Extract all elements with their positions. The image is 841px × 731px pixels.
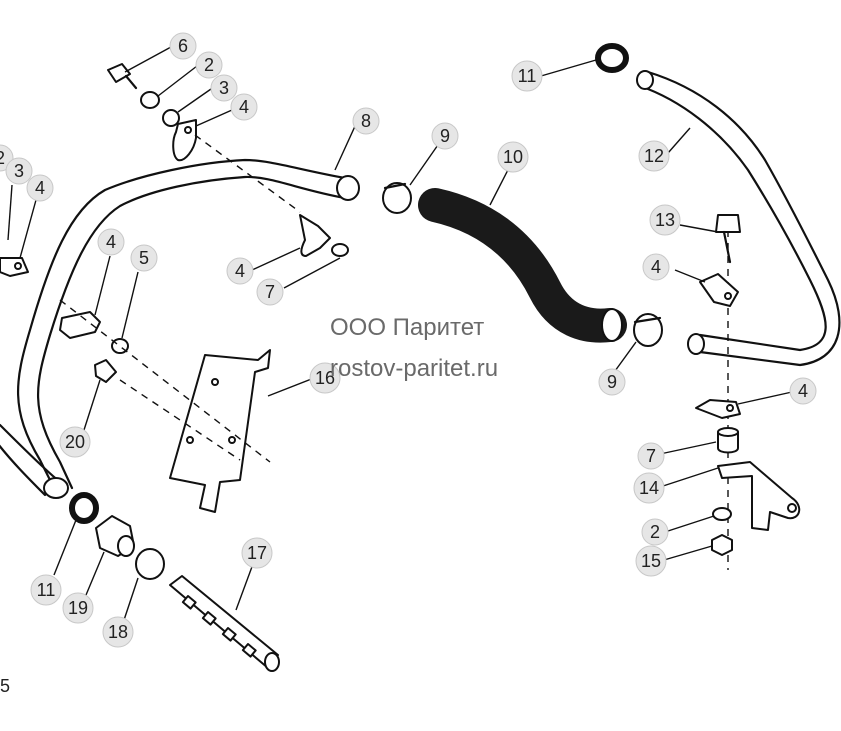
callout-3-left: 3 bbox=[5, 157, 33, 185]
svg-text:6: 6 bbox=[178, 36, 188, 56]
svg-text:18: 18 bbox=[108, 622, 128, 642]
svg-text:9: 9 bbox=[440, 126, 450, 146]
left-lower-group bbox=[59, 311, 129, 383]
callout-4-rightupper: 4 bbox=[642, 253, 670, 281]
svg-text:4: 4 bbox=[651, 257, 661, 277]
mid-clamp-group bbox=[299, 214, 349, 257]
svg-text:17: 17 bbox=[247, 543, 267, 563]
bracket-plate bbox=[169, 349, 271, 513]
right-nut bbox=[711, 534, 733, 556]
filter-17 bbox=[169, 575, 280, 672]
callout-4-leftmid: 4 bbox=[97, 228, 125, 256]
svg-text:2: 2 bbox=[204, 55, 214, 75]
hose-clamp-top bbox=[382, 182, 412, 214]
svg-text:3: 3 bbox=[219, 78, 229, 98]
svg-text:4: 4 bbox=[106, 232, 116, 252]
callout-15: 15 bbox=[635, 545, 667, 577]
callout-16: 16 bbox=[309, 362, 341, 394]
callout-3: 3 bbox=[210, 74, 238, 102]
svg-text:4: 4 bbox=[798, 381, 808, 401]
svg-text:4: 4 bbox=[35, 178, 45, 198]
callout-4-rightlower: 4 bbox=[789, 377, 817, 405]
svg-text:11: 11 bbox=[518, 66, 537, 86]
callout-7-mid: 7 bbox=[256, 278, 284, 306]
callout-12: 12 bbox=[638, 140, 670, 172]
svg-text:20: 20 bbox=[65, 432, 85, 452]
svg-text:8: 8 bbox=[361, 111, 371, 131]
svg-text:4: 4 bbox=[239, 97, 249, 117]
callout-2: 2 bbox=[195, 51, 223, 79]
callout-17: 17 bbox=[241, 537, 273, 569]
watermark-url: rostov-paritet.ru bbox=[330, 355, 499, 382]
callout-9: 9 bbox=[431, 122, 459, 150]
svg-text:13: 13 bbox=[655, 210, 675, 230]
callout-11: 11 bbox=[511, 60, 543, 92]
left-edge-clip bbox=[0, 257, 29, 277]
fitting-19 bbox=[95, 515, 135, 557]
callout-2-right: 2 bbox=[641, 518, 669, 546]
seal-ring-top bbox=[595, 43, 629, 73]
callout-8: 8 bbox=[352, 107, 380, 135]
right-spacer bbox=[717, 427, 739, 454]
callout-5: 5 bbox=[130, 244, 158, 272]
svg-text:4: 4 bbox=[235, 261, 245, 281]
edge-number: 5 bbox=[0, 676, 11, 696]
callout-19: 19 bbox=[62, 592, 94, 624]
right-washer bbox=[712, 507, 732, 521]
left-pipe bbox=[0, 158, 360, 499]
callout-20: 20 bbox=[59, 426, 91, 458]
callout-10: 10 bbox=[497, 141, 529, 173]
svg-text:14: 14 bbox=[639, 478, 659, 498]
ring-18 bbox=[135, 548, 165, 580]
right-pipe bbox=[636, 70, 841, 367]
svg-text:16: 16 bbox=[315, 368, 335, 388]
callout-4: 4 bbox=[230, 93, 258, 121]
hose-clamp-bottom bbox=[633, 313, 663, 347]
seal-ring-bottom bbox=[69, 492, 99, 524]
top-bolt-group bbox=[107, 63, 197, 162]
svg-text:11: 11 bbox=[37, 580, 56, 600]
svg-text:3: 3 bbox=[14, 161, 24, 181]
callout-7-right: 7 bbox=[637, 442, 665, 470]
svg-text:2: 2 bbox=[0, 148, 5, 168]
svg-text:9: 9 bbox=[607, 372, 617, 392]
svg-text:7: 7 bbox=[265, 282, 275, 302]
bracket-14 bbox=[717, 461, 801, 531]
svg-text:15: 15 bbox=[641, 551, 661, 571]
callout-13: 13 bbox=[649, 204, 681, 236]
leader-lines bbox=[7, 46, 793, 621]
right-clip-upper bbox=[699, 273, 739, 307]
callout-4-left: 4 bbox=[26, 174, 54, 202]
callout-11-bottom: 11 bbox=[30, 574, 62, 606]
black-hose bbox=[418, 188, 627, 343]
callout-6: 6 bbox=[169, 32, 197, 60]
watermark-company: ООО Паритет bbox=[330, 314, 485, 341]
svg-text:2: 2 bbox=[650, 522, 660, 542]
bolt-13 bbox=[715, 214, 741, 264]
callout-14: 14 bbox=[633, 472, 665, 504]
svg-text:10: 10 bbox=[503, 147, 523, 167]
callout-9-bottom: 9 bbox=[598, 368, 626, 396]
svg-text:7: 7 bbox=[646, 446, 656, 466]
svg-text:12: 12 bbox=[644, 146, 664, 166]
callout-18: 18 bbox=[102, 616, 134, 648]
svg-text:5: 5 bbox=[139, 248, 149, 268]
callout-4-mid: 4 bbox=[226, 257, 254, 285]
svg-text:19: 19 bbox=[68, 598, 88, 618]
right-clip-lower bbox=[695, 399, 741, 419]
